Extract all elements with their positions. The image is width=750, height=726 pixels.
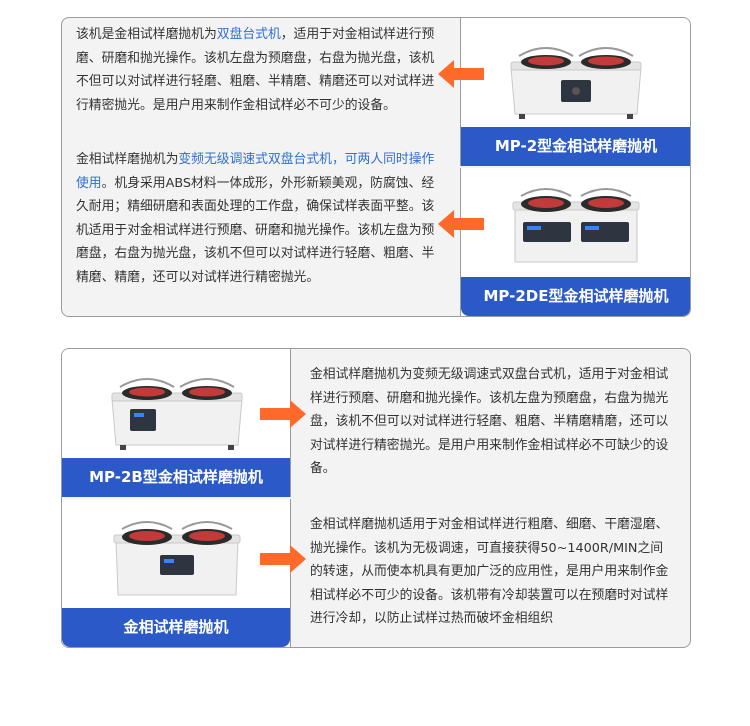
product-card-mp2de[interactable]: MP-2DE型金相试样磨抛机 — [460, 168, 690, 316]
highlight-text: ， — [331, 152, 345, 167]
product-caption: MP-2DE型金相试样磨抛机 — [461, 277, 690, 316]
left-arrow-icon — [438, 210, 484, 238]
description-paragraph-4: 金相试样磨抛机适用于对金相试样进行粗磨、细磨、干磨湿磨、抛光操作。该机为无极调速… — [310, 517, 669, 626]
polishing-machine-image — [512, 188, 640, 263]
highlight-text: 可两人同时操作使用 — [76, 152, 435, 191]
description-paragraph-2: 金相试样磨抛机为变频无级调速式双盘台式机，可两人同时操作使用。机身采用ABS材料… — [76, 148, 438, 289]
product-card-mp2b[interactable]: MP-2B型金相试样磨抛机 — [62, 349, 291, 497]
highlight-text: 变频无级调速式双盘台式机 — [178, 152, 332, 167]
left-arrow-icon — [438, 60, 484, 88]
text-segment: ，适用于对金相试样进行预磨、研磨和抛光操作。该机左盘为预磨盘，右盘为抛光盘，该机… — [76, 27, 435, 113]
description-paragraph-1: 该机是金相试样磨抛机为双盘台式机，适用于对金相试样进行预磨、研磨和抛光操作。该机… — [76, 23, 438, 117]
right-arrow-icon — [260, 545, 306, 573]
right-arrow-icon — [260, 400, 306, 428]
polishing-machine-image — [111, 378, 243, 450]
product-card-mp2[interactable]: MP-2型金相试样磨抛机 — [460, 18, 690, 166]
highlight-text: 双盘台式机 — [216, 27, 281, 42]
product-card-standard[interactable]: 金相试样磨抛机 — [62, 499, 291, 647]
product-caption: 金相试样磨抛机 — [62, 608, 290, 647]
text-segment: 。机身采用ABS材料一体成形，外形新颖美观，防腐蚀、经久耐用；精细研磨和表面处理… — [76, 175, 435, 285]
product-caption: MP-2B型金相试样磨抛机 — [62, 458, 290, 497]
product-panel-2: MP-2B型金相试样磨抛机 金相试样磨抛机 金相试样磨抛机为变频无级调速式双盘台… — [61, 348, 691, 648]
polishing-machine-image — [510, 47, 642, 119]
product-panel-1: 该机是金相试样磨抛机为双盘台式机，适用于对金相试样进行预磨、研磨和抛光操作。该机… — [61, 17, 691, 317]
text-segment: 金相试样磨抛机为 — [76, 152, 179, 167]
product-caption: MP-2型金相试样磨抛机 — [461, 127, 690, 166]
text-segment: 该机是金相试样磨抛机为 — [76, 27, 217, 42]
polishing-machine-image — [113, 521, 241, 596]
description-paragraph-3: 金相试样磨抛机为变频无级调速式双盘台式机，适用于对金相试样进行预磨、研磨和抛光操… — [310, 367, 669, 476]
